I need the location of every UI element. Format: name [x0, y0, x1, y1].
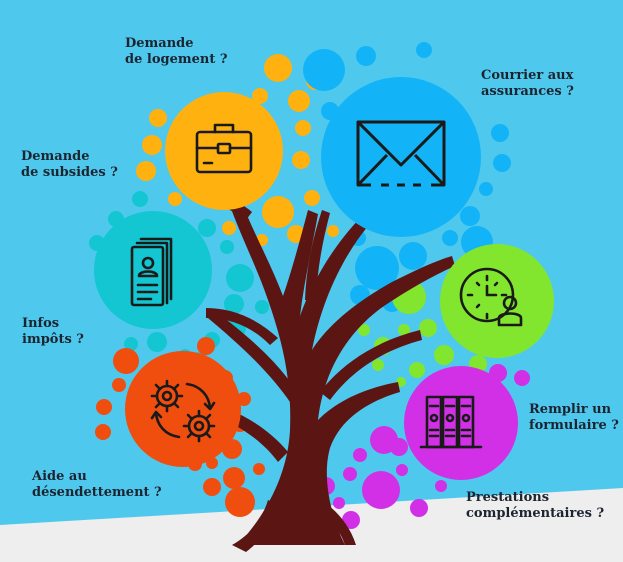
- clock-person-icon: [459, 267, 523, 327]
- circle-desendettement: [125, 351, 241, 467]
- circle-logement: [165, 92, 283, 210]
- label-subsides: Demande de subsides ?: [21, 149, 118, 180]
- label-desendettement: Aide au désendettement ?: [32, 469, 162, 500]
- label-logement: Demande de logement ?: [125, 36, 228, 67]
- envelope-icon: [356, 120, 446, 187]
- circle-formulaire: [440, 244, 554, 358]
- gears-icon: [150, 379, 216, 443]
- tree-trunk: [190, 186, 455, 552]
- label-prestations: Prestations complémentaires ?: [466, 490, 605, 521]
- circle-prestations: [404, 366, 518, 480]
- label-formulaire: Remplir un formulaire ?: [529, 402, 619, 433]
- circle-assurances: [321, 77, 481, 237]
- decorative-dots: [89, 42, 530, 529]
- label-impots: Infos impôts ?: [22, 316, 84, 347]
- circle-subsides: [94, 211, 212, 329]
- briefcase-icon: [195, 123, 253, 174]
- label-assurances: Courrier aux assurances ?: [481, 68, 574, 99]
- binders-icon: [419, 395, 483, 449]
- document-stack-icon: [130, 237, 173, 307]
